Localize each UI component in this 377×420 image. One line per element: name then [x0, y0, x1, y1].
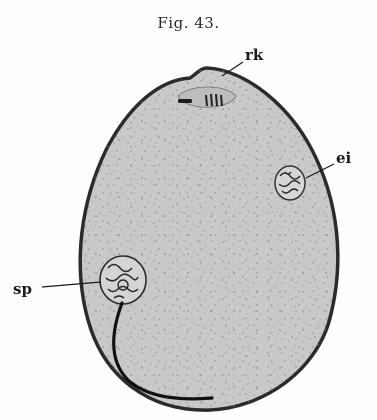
egg-nucleus — [275, 166, 305, 200]
label-ei: ei — [336, 149, 352, 167]
label-sp: sp — [13, 280, 32, 298]
sperm-nucleus — [100, 256, 146, 304]
label-rk: rk — [245, 46, 264, 64]
